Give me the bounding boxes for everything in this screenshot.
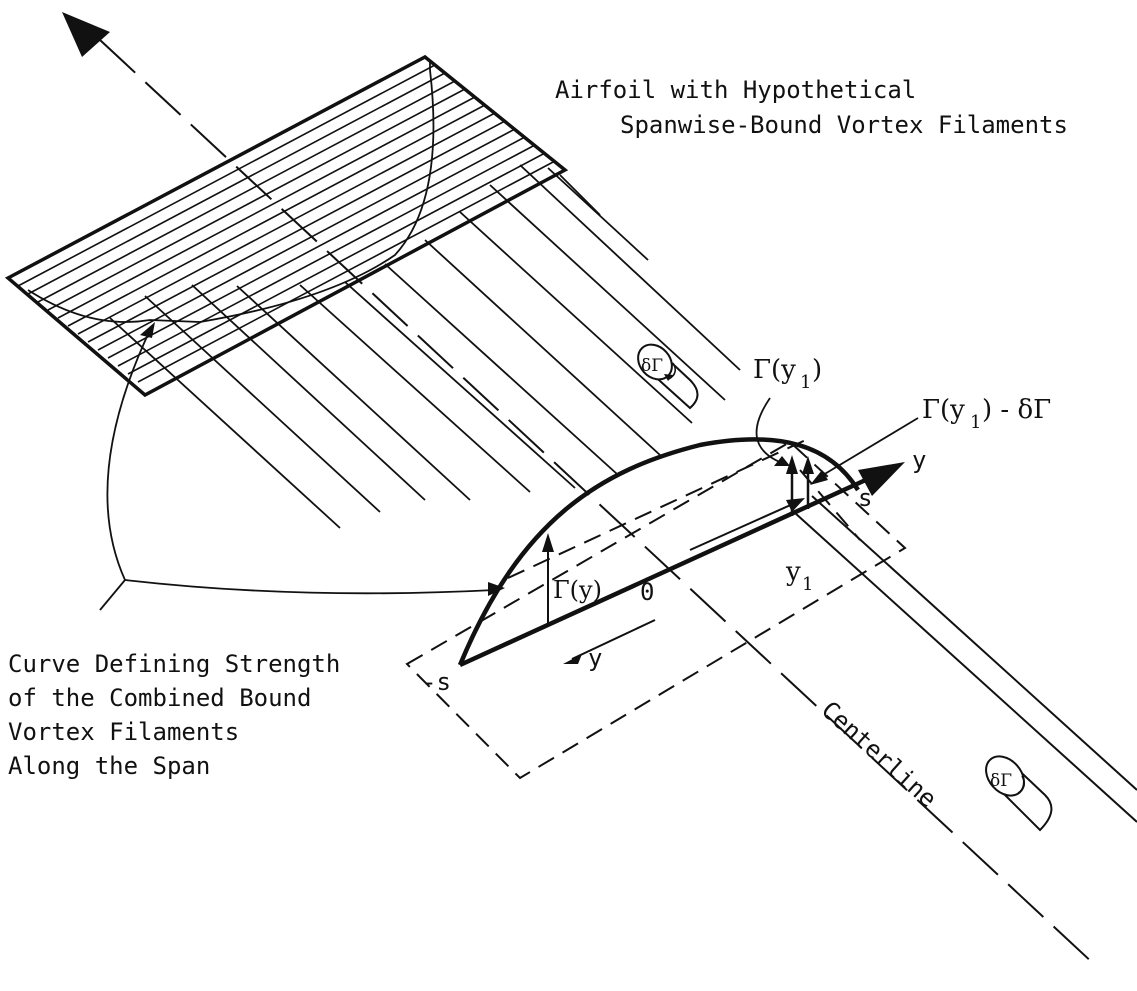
airfoil-title-line1: Airfoil with Hypothetical <box>555 76 916 104</box>
airfoil-planform <box>4 54 569 398</box>
circulation-curve <box>457 437 860 666</box>
y1-subscript: 1 <box>802 574 813 595</box>
curve-leader-lines <box>99 329 496 611</box>
curve-label-line3: Vortex Filaments <box>8 718 239 746</box>
airfoil-outline <box>4 54 569 398</box>
trailing-vortex-filaments <box>109 164 741 529</box>
axis-y-label: y <box>912 446 926 474</box>
bound-strength-outline <box>27 69 435 323</box>
origin-label: 0 <box>640 578 654 606</box>
gamma-y1-minus-label: Γ(y <box>922 395 965 425</box>
span-axis <box>459 462 905 668</box>
curve-label-line1: Curve Defining Strength <box>8 650 340 678</box>
shed-vortex-tube <box>794 495 1137 832</box>
axis-neg-s-label: -s <box>422 668 451 696</box>
curve-label-line2: of the Combined Bound <box>8 684 311 712</box>
y1-label: y <box>785 557 801 587</box>
span-axis-arrowhead <box>858 462 905 496</box>
axis-s-label: s <box>858 484 872 512</box>
curve-label-line4: Along the Span <box>8 752 210 780</box>
minus-delta-gamma: ) - δΓ <box>982 395 1051 425</box>
airfoil-title-line2: Spanwise-Bound Vortex Filaments <box>620 111 1068 139</box>
delta-gamma-label-lower: δΓ <box>990 771 1012 791</box>
centerline-axis <box>62 12 1096 966</box>
centerline-arrowhead <box>62 12 110 57</box>
lower-y-label: y <box>588 644 602 672</box>
delta-gamma-label-upper: δΓ <box>641 356 663 376</box>
gamma-y-label: Γ(y) <box>553 576 602 604</box>
reference-plane <box>405 437 907 780</box>
gamma-y1-minus-subscript: 1 <box>970 412 981 433</box>
gamma-y1-label: Γ(y <box>753 355 796 385</box>
gamma-y1-close: ) <box>812 355 822 385</box>
gamma-y1-subscript: 1 <box>800 372 811 393</box>
centerline-label: Centerline <box>816 696 942 813</box>
